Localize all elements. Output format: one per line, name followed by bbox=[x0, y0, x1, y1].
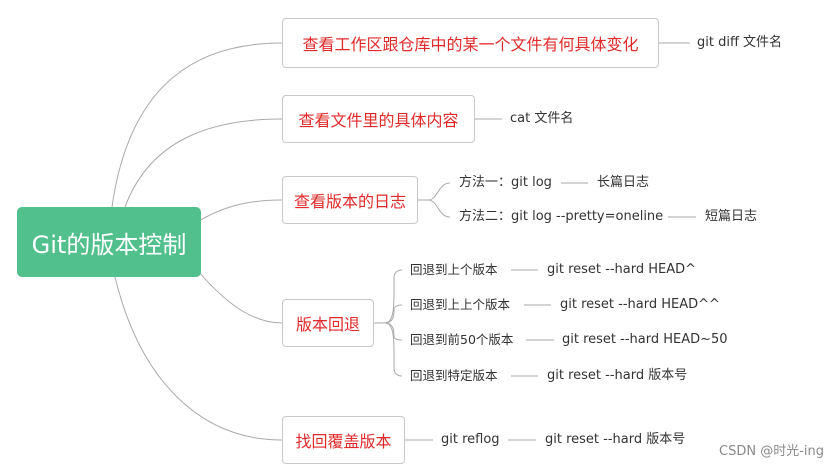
reset-item-4-cmd: git reset --hard 版本号 bbox=[547, 368, 688, 383]
log-method-2: 方法二：git log --pretty=oneline bbox=[459, 209, 664, 224]
reset-item-1-cmd: git reset --hard HEAD^ bbox=[547, 262, 697, 277]
branch-reflog[interactable]: 找回覆盖版本 bbox=[282, 416, 405, 464]
watermark: CSDN @时光-ing bbox=[719, 444, 824, 459]
branch-log[interactable]: 查看版本的日志 bbox=[282, 176, 418, 224]
connector-root-b5 bbox=[114, 276, 283, 441]
log-method-2-note: 短篇日志 bbox=[705, 209, 758, 224]
branch-reset[interactable]: 版本回退 bbox=[282, 299, 374, 347]
log-method-1: 方法一：git log bbox=[459, 175, 552, 190]
connector-root-b1 bbox=[111, 42, 283, 208]
log-method-1-note: 长篇日志 bbox=[597, 175, 650, 190]
reset-item-3-desc: 回退到前50个版本 bbox=[410, 332, 514, 347]
branch-reflog-label: 找回覆盖版本 bbox=[295, 432, 392, 451]
branch-diff[interactable]: 查看工作区跟仓库中的某一个文件有何具体变化 bbox=[282, 18, 659, 68]
cat-command: cat 文件名 bbox=[510, 111, 574, 126]
branch-cat-label: 查看文件里的具体内容 bbox=[298, 111, 459, 130]
reflog-command: git reflog bbox=[441, 432, 500, 447]
reset-item-4-desc: 回退到特定版本 bbox=[410, 368, 498, 383]
diff-command: git diff 文件名 bbox=[697, 35, 783, 50]
root-label: Git的版本控制 bbox=[31, 230, 187, 259]
root-node[interactable]: Git的版本控制 bbox=[17, 207, 201, 277]
branch-reset-label: 版本回退 bbox=[295, 315, 360, 334]
branch-log-label: 查看版本的日志 bbox=[293, 192, 406, 211]
reflog-reset-command: git reset --hard 版本号 bbox=[545, 432, 686, 447]
reset-item-3-cmd: git reset --hard HEAD~50 bbox=[562, 332, 728, 347]
branch-diff-label: 查看工作区跟仓库中的某一个文件有何具体变化 bbox=[302, 35, 639, 54]
reset-item-1-desc: 回退到上个版本 bbox=[410, 262, 498, 277]
branch-cat[interactable]: 查看文件里的具体内容 bbox=[282, 95, 475, 143]
connector-root-b2 bbox=[124, 118, 283, 208]
reset-item-2-cmd: git reset --hard HEAD^^ bbox=[560, 297, 720, 312]
reset-item-2-desc: 回退到上上个版本 bbox=[410, 297, 511, 312]
